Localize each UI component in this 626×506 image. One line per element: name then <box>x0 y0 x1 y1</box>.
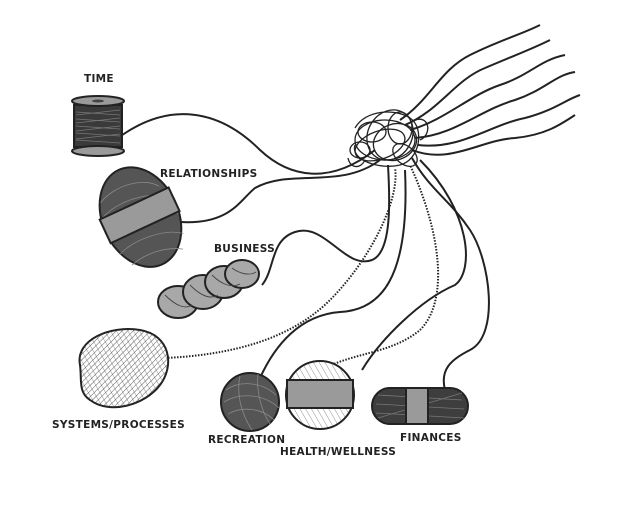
relationships-skein <box>98 166 184 268</box>
time-spool <box>71 95 125 157</box>
label-relationships: RELATIONSHIPS <box>160 168 258 180</box>
label-systems: SYSTEMS/PROCESSES <box>52 419 185 431</box>
tangle-knot <box>347 109 429 168</box>
finances-skein <box>371 387 469 425</box>
strand-business <box>261 164 391 286</box>
strands <box>117 113 490 391</box>
strand-health <box>317 164 440 373</box>
label-time: TIME <box>84 73 114 85</box>
systems-ball <box>78 328 170 409</box>
strand-extra <box>361 159 467 371</box>
label-health: HEALTH/WELLNESS <box>280 446 397 458</box>
strand-finances <box>411 157 490 391</box>
label-recreation: RECREATION <box>208 434 286 446</box>
strand-relationships <box>179 159 381 224</box>
label-finances: FINANCES <box>400 432 462 444</box>
business-hank <box>157 259 260 319</box>
strand-time <box>117 113 376 175</box>
loose-strands <box>399 24 581 156</box>
recreation-ball <box>220 372 280 432</box>
strand-systems <box>164 167 397 359</box>
strand-recreation <box>259 169 407 379</box>
health-ball <box>285 360 355 430</box>
label-business: BUSINESS <box>214 243 276 255</box>
